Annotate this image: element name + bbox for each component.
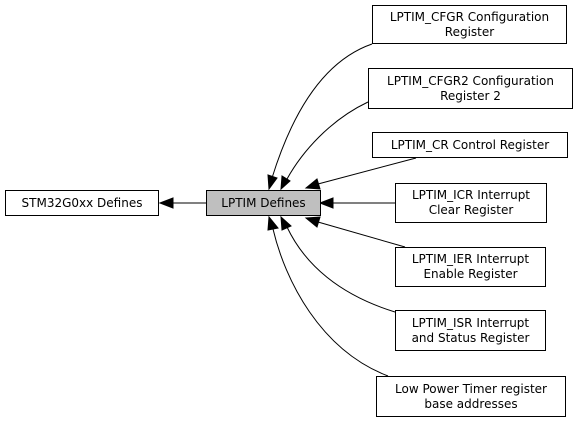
child-node-label-line1: Low Power Timer register xyxy=(395,381,547,396)
child-node-isr[interactable]: LPTIM_ISR Interrupt and Status Register xyxy=(395,310,546,351)
child-node-label-line1: LPTIM_ICR Interrupt xyxy=(411,188,531,202)
arrowhead-cr xyxy=(304,178,321,190)
child-node-base-addresses[interactable]: Low Power Timer register base addresses xyxy=(376,376,566,417)
child-node-cr[interactable]: LPTIM_CR Control Register xyxy=(372,132,568,158)
parent-group-label: STM32G0xx Defines xyxy=(21,195,143,210)
child-node-label-line2: Enable Register xyxy=(423,267,518,281)
child-node-label-line2: and Status Register xyxy=(411,330,530,345)
current-group-node: LPTIM Defines xyxy=(206,190,321,216)
arrowhead-ier xyxy=(304,216,321,228)
arrowhead-cfgr2 xyxy=(280,175,291,191)
current-group-label: LPTIM Defines xyxy=(221,195,306,210)
child-node-label-line1: LPTIM_CFGR Configuration xyxy=(389,9,550,24)
edge-isr xyxy=(286,226,396,313)
child-node-label-line2: Register 2 xyxy=(440,88,501,103)
edge-cr xyxy=(317,157,417,185)
parent-group-node[interactable]: STM32G0xx Defines xyxy=(5,190,159,216)
arrowhead-icr xyxy=(318,197,334,209)
child-node-cfgr[interactable]: LPTIM_CFGR Configuration Register xyxy=(372,5,567,44)
child-node-label-line1: LPTIM_CFGR2 Configuration xyxy=(387,73,554,88)
child-node-label-line1: LPTIM_ISR Interrupt xyxy=(411,315,530,330)
edge-cfgr xyxy=(271,43,373,179)
edge-base xyxy=(272,228,389,377)
child-node-label-line2: Register xyxy=(444,24,495,39)
child-node-label-line1: LPTIM_CR Control Register xyxy=(390,137,550,152)
edge-ier xyxy=(317,221,406,248)
arrowhead-base xyxy=(267,215,279,231)
arrowhead-parent xyxy=(158,197,174,209)
edge-cfgr2 xyxy=(286,101,369,180)
child-node-label-line2: base addresses xyxy=(424,396,518,411)
child-node-label-line1: LPTIM_IER Interrupt xyxy=(411,252,530,266)
child-node-label-line2: Clear Register xyxy=(428,203,514,217)
child-node-ier[interactable]: LPTIM_IER Interrupt Enable Register xyxy=(395,247,546,287)
arrowhead-cfgr xyxy=(267,174,278,191)
arrowhead-isr xyxy=(280,215,292,231)
child-node-icr[interactable]: LPTIM_ICR Interrupt Clear Register xyxy=(395,183,547,223)
child-node-cfgr2[interactable]: LPTIM_CFGR2 Configuration Register 2 xyxy=(368,68,573,109)
